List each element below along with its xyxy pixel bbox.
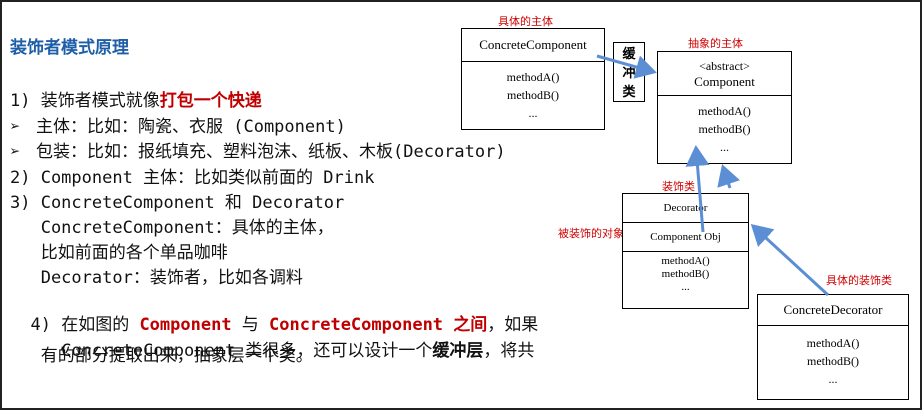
buffer-layer-term: 缓冲层 <box>432 341 484 361</box>
arrow-bullet-icon: ➢ <box>10 117 21 137</box>
label-concrete-subject: 具体的主体 <box>498 15 553 28</box>
point-1-highlight: 打包一个快递 <box>159 91 262 111</box>
point-4-suffix: ，如果 <box>487 315 539 335</box>
method-more: ... <box>528 106 538 120</box>
method-b: methodB() <box>661 268 710 280</box>
point-2: 2) Component 主体：比如类似前面的 Drink <box>10 168 375 188</box>
arrow-decorated-object-to-component <box>685 145 710 233</box>
decorator-methods: methodA() methodB() ... <box>623 252 748 294</box>
point-3-example: 比如前面的各个单品咖啡 <box>10 243 228 263</box>
point-4-line-2-suffix: ，将共 <box>483 341 535 361</box>
concrete-component-name: ConcreteComponent <box>462 29 604 62</box>
point-1: 1) 装饰者模式就像打包一个快递 <box>10 86 262 111</box>
bullet-subject: ➢ 主体：比如：陶瓷、衣服 (Component) <box>10 112 346 137</box>
buffer-char-2: 冲 <box>622 66 636 81</box>
point-4-mid: 与 <box>231 315 270 335</box>
point-1-text: 1) 装饰者模式就像 <box>10 91 160 111</box>
point-4: 4) 在如图的 Component 与 ConcreteComponent 之间… <box>10 290 538 335</box>
concrete-component-methods: methodA() methodB() ... <box>462 62 604 122</box>
concrete-decorator-box: ConcreteDecorator methodA() methodB() ..… <box>757 294 909 400</box>
label-decorated-object: 被装饰的对象 <box>558 227 624 240</box>
point-3-concrete: ConcreteComponent：具体的主体， <box>10 218 334 238</box>
component-header: <abstract> Component <box>658 52 791 96</box>
concrete-decorator-methods: methodA() methodB() ... <box>758 326 908 388</box>
method-a: methodA() <box>661 255 710 267</box>
component-box: <abstract> Component methodA() methodB()… <box>657 51 792 164</box>
decorator-box: Decorator Component Obj methodA() method… <box>622 193 749 309</box>
method-b: methodB() <box>807 354 859 368</box>
method-b: methodB() <box>507 88 559 102</box>
point-4-line-3: 有的部分提取出来，抽象层一个类。 <box>10 346 313 366</box>
point-4-line-2: ConcreteComponent 类很多，还可以设计一个缓冲层，将共 <box>10 316 534 361</box>
bullet-wrapper: ➢ 包装：比如：报纸填充、塑料泡沫、纸板、木板(Decorator) <box>10 137 506 162</box>
method-more: ... <box>828 372 838 386</box>
point-4-component: Component <box>139 315 232 335</box>
point-4-line-2-text: ConcreteComponent 类很多，还可以设计一个 <box>30 341 433 361</box>
concrete-component-box: ConcreteComponent methodA() methodB() ..… <box>461 28 605 130</box>
slide-title: 装饰者模式原理 <box>10 38 129 58</box>
method-a: methodA() <box>698 104 751 118</box>
method-b: methodB() <box>698 122 751 136</box>
method-more: ... <box>720 140 729 154</box>
method-a: methodA() <box>506 70 560 84</box>
buffer-char-1: 缓 <box>622 47 636 62</box>
arrow-concrete-to-component <box>596 54 657 79</box>
component-methods: methodA() methodB() ... <box>658 96 791 156</box>
bullet-wrapper-text: 包装：比如：报纸填充、塑料泡沫、纸板、木板(Decorator) <box>36 142 506 162</box>
decorator-field: Component Obj <box>623 223 748 252</box>
point-3-decorator: Decorator：装饰者，比如各调料 <box>10 268 303 288</box>
component-stereotype: <abstract> <box>699 59 750 73</box>
component-name: Component <box>694 74 755 89</box>
method-more: ... <box>681 281 690 293</box>
label-abstract-subject: 抽象的主体 <box>688 37 743 50</box>
label-concrete-decorator: 具体的装饰类 <box>826 274 892 287</box>
concrete-decorator-name: ConcreteDecorator <box>758 295 908 326</box>
buffer-char-3: 类 <box>622 85 636 100</box>
method-a: methodA() <box>806 336 860 350</box>
bullet-subject-text: 主体：比如：陶瓷、衣服 (Component) <box>36 117 346 137</box>
point-4-text: 4) 在如图的 <box>30 315 140 335</box>
decorator-name: Decorator <box>623 194 748 223</box>
arrow-concrete-decorator-to-decorator <box>750 223 830 297</box>
arrow-bullet-icon: ➢ <box>10 142 21 162</box>
label-decorator-class: 装饰类 <box>662 180 695 193</box>
arrow-decorator-to-component <box>717 164 741 189</box>
point-4-concrete: ConcreteComponent 之间 <box>269 315 488 335</box>
point-3: 3) ConcreteComponent 和 Decorator <box>10 193 345 213</box>
